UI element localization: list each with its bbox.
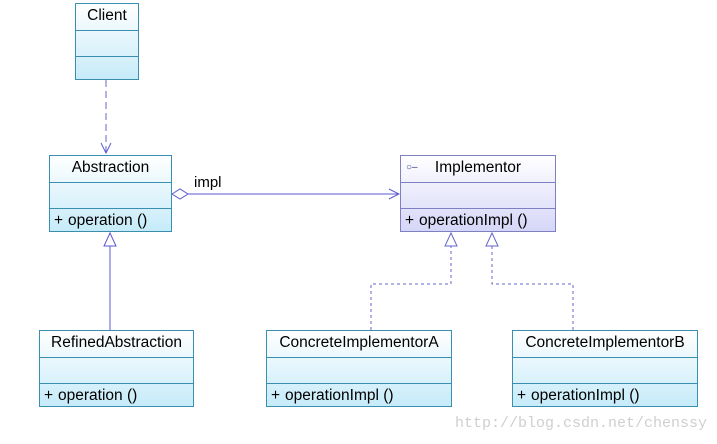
operations-section — [76, 56, 138, 79]
class-name: Implementor — [434, 159, 522, 176]
class-name: ConcreteImplementorA — [279, 334, 439, 351]
operation-label: operation () — [58, 387, 138, 404]
realization-triangle-b — [485, 231, 499, 247]
operation-label: operation () — [68, 212, 148, 229]
visibility-public: + — [517, 387, 527, 404]
class-name: RefinedAbstraction — [51, 334, 182, 351]
watermark: http://blog.csdn.net/chenssy — [454, 415, 707, 432]
operation-label: operationImpl () — [531, 387, 640, 404]
visibility-public: + — [44, 387, 54, 404]
class-name: ConcreteImplementorB — [525, 334, 685, 351]
visibility-public: + — [405, 212, 415, 229]
operation: +operationImpl () — [401, 208, 555, 231]
realization-line-a — [370, 246, 452, 330]
generalization-triangle — [103, 231, 117, 247]
attributes-section — [76, 30, 138, 56]
operation-label: operationImpl () — [419, 212, 528, 229]
interface-implementor[interactable]: ○– Implementor +operationImpl () — [400, 155, 556, 232]
class-client[interactable]: Client — [75, 3, 139, 80]
class-refined-abstraction[interactable]: RefinedAbstraction +operation () — [39, 330, 194, 407]
attributes-section — [40, 357, 193, 383]
class-concrete-implementor-b[interactable]: ConcreteImplementorB +operationImpl () — [512, 330, 698, 407]
operation: +operation () — [50, 208, 171, 231]
realization-line-b — [491, 246, 574, 330]
class-name: Client — [87, 7, 127, 24]
realization-triangle-a — [444, 231, 458, 247]
interface-icon: ○– — [406, 162, 418, 173]
class-concrete-implementor-a[interactable]: ConcreteImplementorA +operationImpl () — [266, 330, 452, 407]
attributes-section — [267, 357, 451, 383]
visibility-public: + — [54, 212, 64, 229]
attributes-section — [50, 182, 171, 208]
operation: +operationImpl () — [267, 383, 451, 406]
association-label: impl — [194, 174, 222, 191]
operation: +operationImpl () — [513, 383, 697, 406]
class-name: Abstraction — [71, 159, 150, 176]
aggregation-diamond — [171, 188, 189, 200]
class-abstraction[interactable]: Abstraction +operation () — [49, 155, 172, 232]
operation-label: operationImpl () — [285, 387, 394, 404]
attributes-section — [401, 182, 555, 208]
attributes-section — [513, 357, 697, 383]
operation: +operation () — [40, 383, 193, 406]
visibility-public: + — [271, 387, 281, 404]
